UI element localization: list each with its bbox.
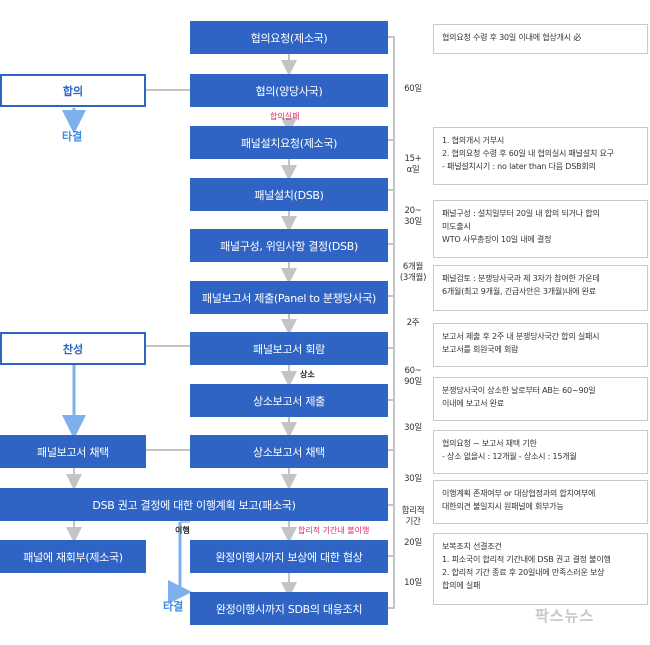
note-panel-review: 패널검토 : 분쟁당사국과 제 3자가 참여한 가운데 6개월(최고 9개월, … [433, 265, 648, 311]
note-appeal: 분쟁당사국이 상소한 날로부터 AB는 60~90일 이내에 보고서 완료 [433, 377, 648, 421]
duration-60: 60일 [404, 84, 422, 94]
appeal-report-submit-label: 상소보고서 제출 [253, 394, 325, 408]
duration-6m: 6개월 (3개월) [399, 262, 427, 283]
consult-request-label: 협의요청(제소국) [250, 31, 328, 45]
panel-adopt-label: 패널보고서 채택 [37, 445, 109, 459]
note-retaliation-conditions: 보복조치 선결조건 1. 피소국이 합리적 기간내에 DSB 권고 결정 불이행… [433, 533, 648, 605]
duration-15: 15+ α일 [404, 154, 422, 175]
appeal-report-submit-box: 상소보고서 제출 [190, 384, 388, 417]
panel-request-box: 패널설치요청(제소국) [190, 126, 388, 159]
note-consult-start: 협의요청 수령 후 30일 이내에 협상개시 必 [433, 24, 648, 54]
duration-10: 10일 [404, 578, 422, 588]
panel-compose-label: 패널구성, 위임사항 결정(DSB) [220, 239, 358, 253]
approve-label: 찬성 [62, 342, 84, 356]
panel-setup-box: 패널설치(DSB) [190, 178, 388, 211]
duration-2w: 2주 [406, 318, 420, 328]
note-adopt-deadline: 협의요청 ~ 보고서 채택 기한 - 상소 없을시 : 12개월 - 상소시 :… [433, 430, 648, 474]
note-implementation-plan: 이행계획 존재여부 or 대상협정과의 합치여부에 대한의견 불일치시 원패널에… [433, 480, 648, 524]
note-report-circulate: 보고서 제출 후 2주 내 분쟁당사국간 합의 실패시 보고서를 회원국에 회람 [433, 323, 648, 367]
panel-reconsult-box: 패널에 재회부(제소국) [0, 540, 146, 573]
duration-60-90: 60~ 90일 [404, 366, 422, 387]
appeal-label: 상소 [300, 370, 315, 379]
consult-label: 협의(양당사국) [255, 84, 323, 98]
approve-box: 찬성 [0, 332, 146, 365]
note-panel-compose: 패널구성 : 설치일부터 20일 내 합의 되거나 합의 미도출시 WTO 사무… [433, 200, 648, 258]
agreement-label: 합의 [62, 84, 84, 98]
sdb-measure-box: 완정이행시까지 SDB의 대응조치 [190, 592, 388, 625]
panel-compose-box: 패널구성, 위임사항 결정(DSB) [190, 229, 388, 262]
compensation-label: 완정이행시까지 보상에 대한 협상 [215, 550, 363, 564]
dsb-plan-box: DSB 권고 결정에 대한 이행계획 보고(패소국) [0, 488, 388, 521]
panel-request-label: 패널설치요청(제소국) [240, 136, 338, 150]
panel-report-circulate-label: 패널보고서 회람 [253, 342, 325, 356]
settled-bottom-label: 타결 [163, 600, 184, 613]
watermark-logo: 팍스뉴스 [535, 607, 595, 625]
sdb-measure-label: 완정이행시까지 SDB의 대응조치 [215, 602, 363, 616]
duration-30-a: 30일 [404, 423, 422, 433]
settled-top-label: 타결 [62, 130, 83, 143]
panel-reconsult-label: 패널에 재회부(제소국) [23, 550, 123, 564]
duration-reasonable: 합리적 기간 [401, 506, 425, 527]
agreement-box: 합의 [0, 74, 146, 107]
not-implement-label: 합리적 기간내 불이행 [298, 526, 370, 535]
panel-report-submit-box: 패널보고서 제출(Panel to 분쟁당사국) [190, 281, 388, 314]
panel-report-circulate-box: 패널보고서 회람 [190, 332, 388, 365]
panel-setup-label: 패널설치(DSB) [254, 188, 324, 202]
appeal-report-adopt-label: 상소보고서 채택 [253, 445, 325, 459]
note-panel-request: 1. 협의개시 거부시 2. 협의요청 수령 후 60일 내 협의실시 패널설치… [433, 127, 648, 185]
consult-fail-label: 합의실패 [270, 112, 300, 121]
consult-box: 협의(양당사국) [190, 74, 388, 107]
appeal-report-adopt-box: 상소보고서 채택 [190, 435, 388, 468]
panel-adopt-box: 패널보고서 채택 [0, 435, 146, 468]
duration-30-b: 30일 [404, 474, 422, 484]
dsb-plan-label: DSB 권고 결정에 대한 이행계획 보고(패소국) [92, 498, 296, 512]
panel-report-submit-label: 패널보고서 제출(Panel to 분쟁당사국) [201, 291, 377, 305]
duration-20-30: 20~ 30일 [404, 206, 422, 227]
consult-request-box: 협의요청(제소국) [190, 21, 388, 54]
compensation-box: 완정이행시까지 보상에 대한 협상 [190, 540, 388, 573]
implement-label: 이행 [175, 526, 190, 535]
duration-20: 20일 [404, 538, 422, 548]
